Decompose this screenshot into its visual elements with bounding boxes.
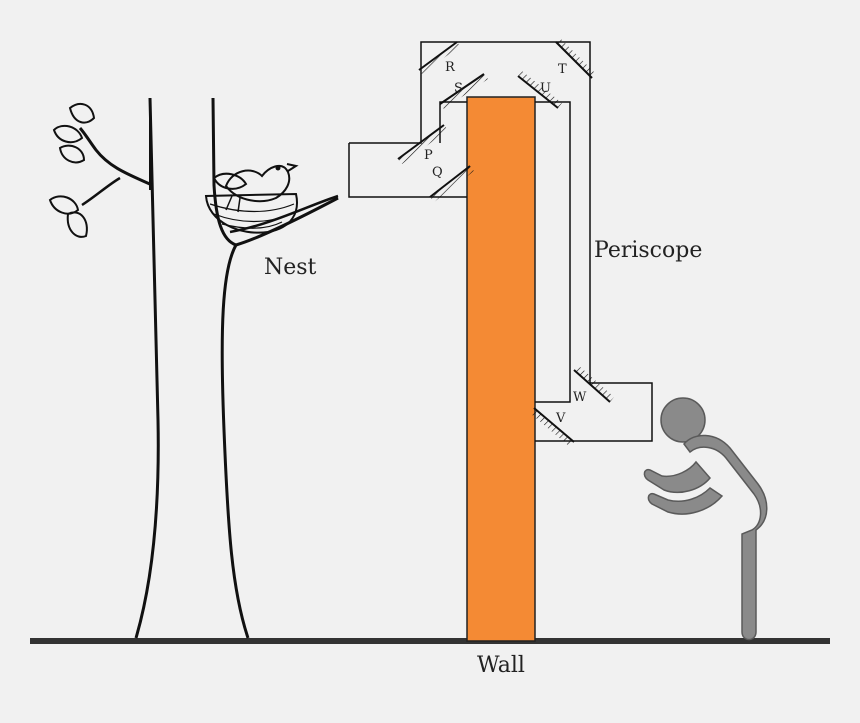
periscope-body [348,41,653,442]
mirror-T [555,38,596,79]
mirror-label-P: P [424,148,433,163]
nest-with-bird [204,163,299,234]
mirror-label-R: R [445,60,456,75]
mirror-label-W: W [573,390,587,405]
mirror-U [517,71,562,109]
mirror-label-S: S [454,81,463,96]
mirror-label-U: U [540,81,551,96]
mirror-label-T: T [558,62,567,77]
mirror-S [439,73,488,109]
periscope-label: Periscope [594,238,702,263]
person-figure [643,397,768,641]
mirror-label-V: V [555,411,566,426]
tree [48,97,339,639]
mirror-V [530,407,575,447]
wall [466,96,536,642]
mirror-P [397,124,448,164]
mirror-W [573,365,614,403]
mirror-label-Q: Q [432,165,443,180]
nest-label: Nest [264,255,317,280]
mirror-Q [429,165,474,202]
wall-label: Wall [477,653,525,678]
mirror-R [418,41,460,74]
